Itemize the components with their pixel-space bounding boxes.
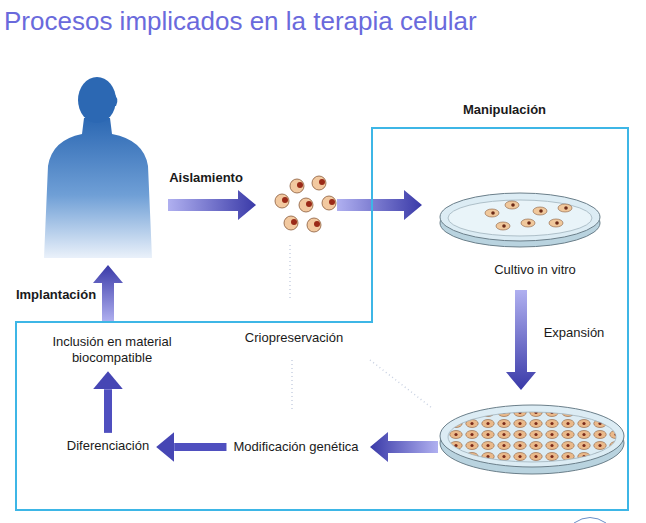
diagram-title: Procesos implicados en la terapia celula… bbox=[4, 6, 477, 37]
modification-arrow bbox=[370, 432, 438, 462]
region-border bbox=[16, 128, 628, 510]
isolation-arrow bbox=[168, 190, 256, 220]
process-step: Modificación genética bbox=[229, 437, 362, 457]
person-silhouette bbox=[44, 77, 152, 258]
implantation-arrow bbox=[93, 265, 123, 322]
step-label: Modificación genética bbox=[233, 439, 358, 455]
step-label: Implantación bbox=[16, 287, 96, 303]
step-label: Diferenciación bbox=[67, 438, 149, 454]
corner-mark bbox=[574, 518, 606, 523]
process-step: Criopreservación bbox=[241, 328, 347, 348]
isolated-cells bbox=[275, 176, 336, 232]
manipulation-region: Cultivo in vitroCriopreservaciónModifica… bbox=[15, 100, 629, 511]
expansion-arrow bbox=[506, 290, 536, 390]
step-label: Aislamiento bbox=[169, 170, 243, 186]
flow-arrow bbox=[174, 443, 226, 451]
cryo-dotted-lines bbox=[290, 245, 432, 412]
process-step: Cultivo in vitro bbox=[490, 260, 580, 280]
culture-arrow bbox=[337, 190, 422, 220]
process-step: Inclusión en material biocompatible bbox=[37, 332, 187, 369]
expanded-dish bbox=[440, 405, 624, 474]
flow-arrow bbox=[104, 389, 112, 433]
process-step: Diferenciación bbox=[63, 436, 153, 456]
step-label: Cultivo in vitro bbox=[494, 262, 576, 278]
step-label: Inclusión en material biocompatible bbox=[41, 334, 183, 367]
step-label: Criopreservación bbox=[245, 330, 343, 346]
step-label: Expansión bbox=[544, 325, 605, 341]
region-heading: Manipulación bbox=[463, 102, 546, 118]
petri-dish bbox=[440, 193, 600, 247]
